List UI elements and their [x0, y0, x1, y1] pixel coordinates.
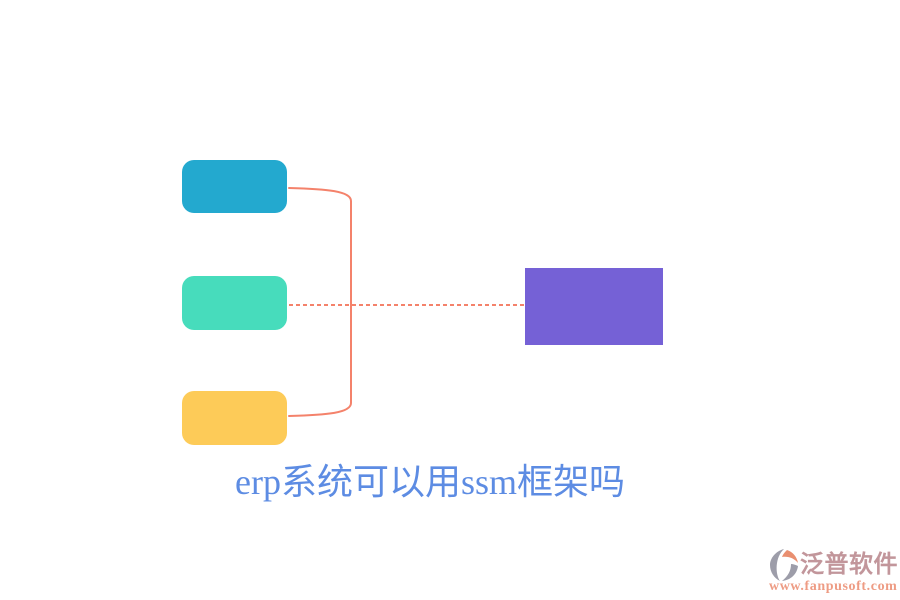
node-middle: [182, 276, 287, 330]
brand-watermark: 泛普软件 www.fanpusoft.com: [769, 548, 898, 595]
brand-url: www.fanpusoft.com: [769, 579, 898, 594]
logo-crescent-accent: [782, 550, 798, 563]
node-result: [525, 268, 663, 345]
fanpu-logo-icon: [770, 549, 798, 581]
connector-bracket: [288, 187, 352, 417]
brand-row: 泛普软件: [769, 548, 898, 582]
diagram-title: erp系统可以用ssm框架吗: [235, 462, 625, 502]
node-bottom: [182, 391, 287, 445]
logo-swoosh-right: [782, 564, 798, 581]
logo-swoosh-left: [770, 549, 784, 581]
brand-name: 泛普软件: [800, 551, 898, 578]
node-top: [182, 160, 287, 213]
